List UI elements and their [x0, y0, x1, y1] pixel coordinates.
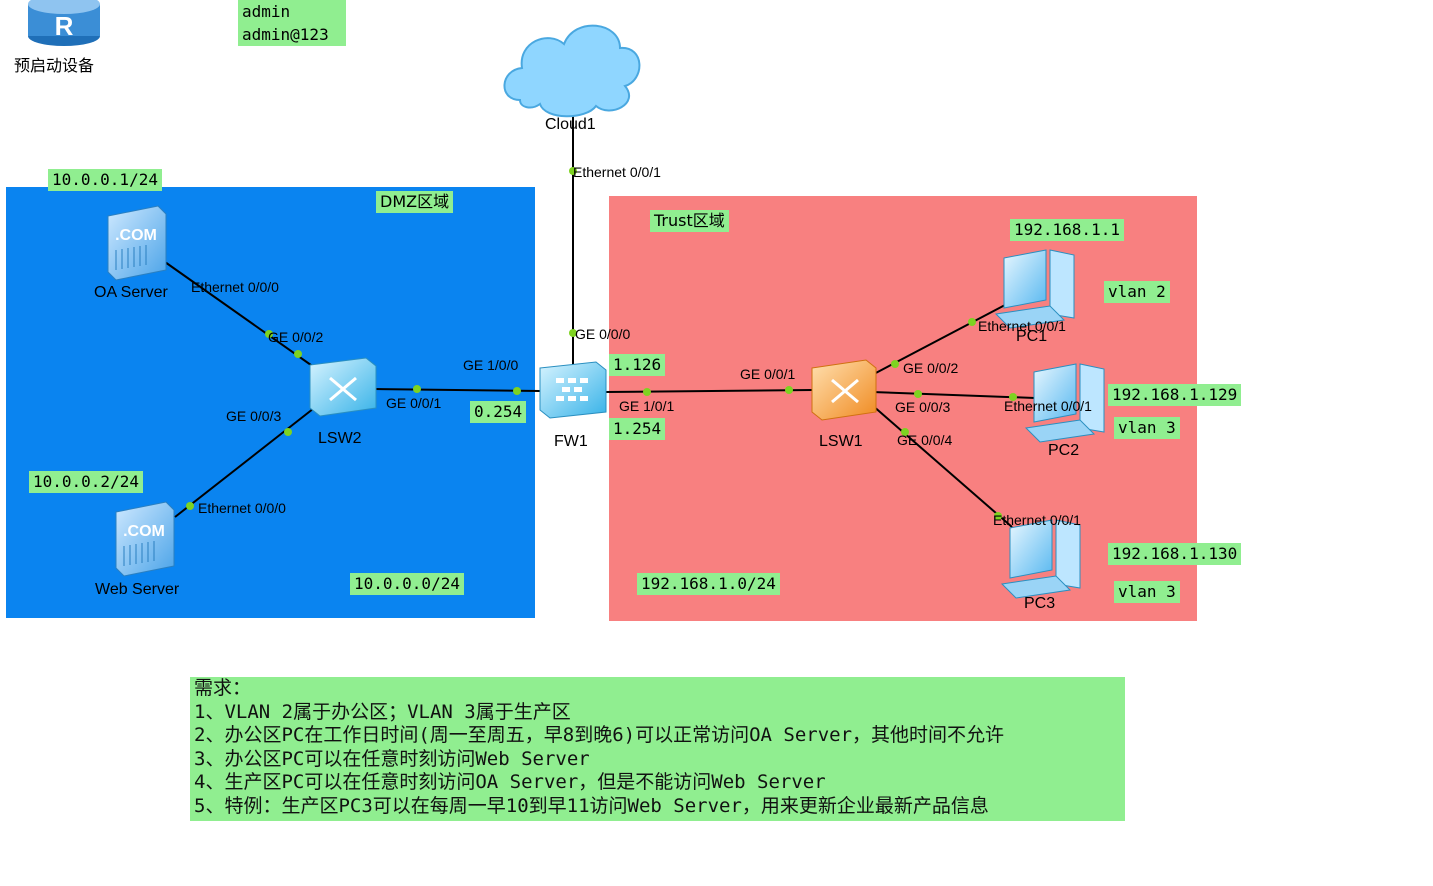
credentials-note: admin admin@123	[238, 0, 346, 46]
oa-server-ip: 10.0.0.1/24	[48, 169, 162, 191]
dmz-subnet: 10.0.0.0/24	[350, 573, 464, 595]
pc3-vlan: vlan 3	[1114, 581, 1180, 603]
port-web-eth: Ethernet 0/0/0	[198, 500, 286, 516]
requirement-item: 5、特例：生产区PC3可以在每周一早10到早11访问Web Server，用来更…	[194, 794, 989, 817]
link-oa-lsw2	[164, 261, 319, 371]
requirements-title: 需求：	[194, 677, 252, 699]
requirement-item: 1、VLAN 2属于办公区；VLAN 3属于生产区	[194, 700, 571, 723]
dmz-zone-label: DMZ区域	[376, 191, 454, 213]
requirement-item: 4、生产区PC可以在任意时刻访问OA Server，但是不能访问Web Serv…	[194, 771, 826, 793]
lsw2-label: LSW2	[318, 430, 362, 447]
port-lsw2-ge003: GE 0/0/3	[226, 408, 282, 424]
web-server-label: Web Server	[95, 581, 180, 598]
requirements-note: 需求： 1、VLAN 2属于办公区；VLAN 3属于生产区 2、办公区PC在工作…	[190, 677, 1125, 821]
requirement-item: 2、办公区PC在工作日时间(周一至周五，早8到晚6)可以正常访问OA Serve…	[194, 724, 1005, 746]
link-web-lsw2	[174, 404, 319, 518]
port-fw1-ge101: GE 1/0/1	[619, 398, 675, 414]
router-icon: R	[28, 0, 100, 46]
cloud-icon	[503, 24, 641, 118]
port-lsw1-ge004: GE 0/0/4	[897, 432, 953, 448]
port-fw1-ge100: GE 1/0/0	[463, 357, 519, 373]
port-cloud-eth: Ethernet 0/0/1	[573, 164, 661, 180]
credentials-password: admin@123	[242, 25, 329, 44]
fw1-dmz-ip: 0.254	[470, 401, 527, 423]
link-lsw1-pc3	[871, 404, 1013, 528]
port-pc3-eth: Ethernet 0/0/1	[993, 512, 1081, 528]
port-fw1-ge000: GE 0/0/0	[575, 326, 631, 342]
pc2-icon	[1024, 363, 1105, 443]
link-lsw1-pc2	[871, 391, 1036, 399]
web-server-icon: .COM	[115, 501, 175, 577]
lsw2-switch-icon	[309, 357, 377, 417]
pc3-label: PC3	[1024, 595, 1056, 612]
fw1-outside-ip: 1.126	[609, 354, 666, 376]
pc1-label: PC1	[1016, 328, 1048, 345]
oa-server-icon: .COM	[107, 205, 167, 281]
lsw1-label: LSW1	[819, 433, 863, 450]
trust-zone-label: Trust区域	[650, 210, 729, 232]
svg-text:.COM: .COM	[115, 227, 157, 244]
port-lsw1-ge001: GE 0/0/1	[740, 366, 796, 382]
trust-subnet: 192.168.1.0/24	[637, 573, 780, 595]
router-legend-label: 预启动设备	[14, 58, 95, 75]
port-lsw2-ge002: GE 0/0/2	[268, 329, 324, 345]
pc2-vlan: vlan 3	[1114, 417, 1180, 439]
fw1-firewall-icon	[539, 361, 607, 419]
fw1-trust-ip: 1.254	[609, 418, 666, 440]
port-lsw2-ge001: GE 0/0/1	[386, 395, 442, 411]
svg-text:R: R	[55, 11, 74, 41]
pc2-label: PC2	[1048, 442, 1080, 459]
pc1-icon	[994, 249, 1075, 329]
credentials-user: admin	[242, 2, 291, 21]
port-lsw1-ge003: GE 0/0/3	[895, 399, 951, 415]
pc3-ip: 192.168.1.130	[1108, 543, 1242, 565]
requirement-item: 3、办公区PC可以在任意时刻访问Web Server	[194, 747, 590, 770]
lsw1-switch-icon	[811, 359, 877, 421]
port-pc2-eth: Ethernet 0/0/1	[1004, 398, 1092, 414]
pc2-ip: 192.168.1.129	[1108, 384, 1242, 406]
cloud1-label: Cloud1	[545, 116, 596, 133]
link-fw1-lsw1	[604, 389, 813, 393]
pc1-vlan: vlan 2	[1104, 281, 1170, 303]
dmz-zone	[6, 187, 535, 618]
port-oa-eth: Ethernet 0/0/0	[191, 279, 279, 295]
pc3-icon	[1000, 519, 1081, 599]
fw1-label: FW1	[554, 433, 588, 450]
port-lsw1-ge002: GE 0/0/2	[903, 360, 959, 376]
oa-server-label: OA Server	[94, 284, 168, 301]
port-pc1-eth: Ethernet 0/0/1	[978, 318, 1066, 334]
link-lsw2-fw1	[374, 388, 541, 392]
web-server-ip: 10.0.0.2/24	[29, 471, 143, 493]
pc1-ip: 192.168.1.1	[1010, 219, 1124, 241]
svg-text:.COM: .COM	[123, 523, 165, 540]
